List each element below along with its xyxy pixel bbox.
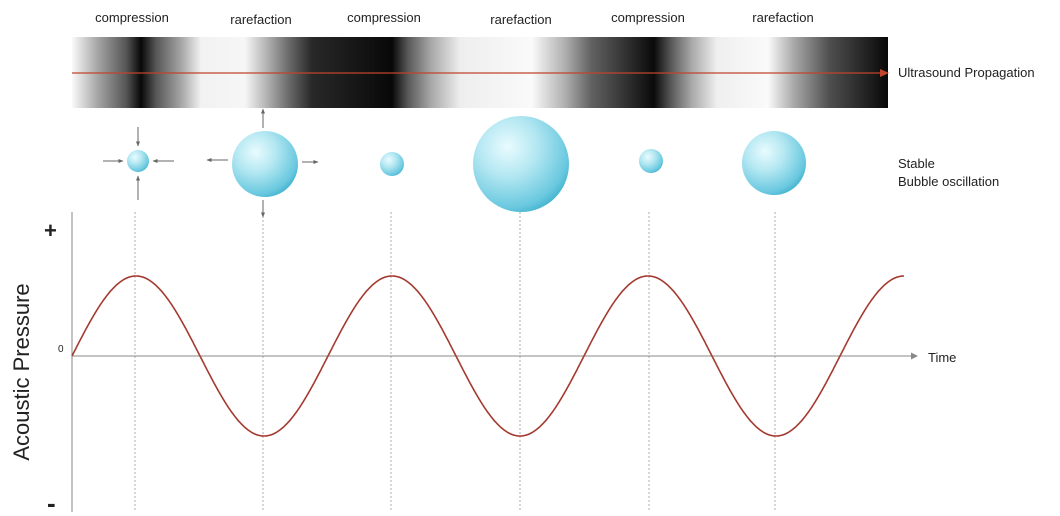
phase-label-compression: compression <box>611 10 685 25</box>
bubble-small <box>380 152 404 176</box>
acoustic-pressure-wave <box>71 275 904 437</box>
rarefaction-arrows <box>206 108 319 218</box>
arrow-right-icon <box>880 69 889 77</box>
phase-label-rarefaction: rarefaction <box>230 12 291 27</box>
compression-arrows <box>103 127 174 200</box>
arrow-right-icon <box>911 352 918 360</box>
bubble-medium <box>742 131 806 195</box>
zero-label: 0 <box>58 344 64 355</box>
bubble-label-line-2: Bubble oscillation <box>898 174 999 189</box>
phase-label-rarefaction: rarefaction <box>752 10 813 25</box>
bubbles <box>127 116 806 212</box>
phase-guides <box>134 212 776 510</box>
phase-labels: compression rarefaction compression rare… <box>95 10 814 27</box>
bubble-large <box>232 131 298 197</box>
x-axis-title: Time <box>928 350 956 365</box>
bubble-small <box>127 150 149 172</box>
propagation-label: Ultrasound Propagation <box>898 65 1035 80</box>
bubble-largest <box>473 116 569 212</box>
phase-label-compression: compression <box>347 10 421 25</box>
y-axis-title: Acoustic Pressure <box>9 283 34 460</box>
plus-label: + <box>44 218 57 243</box>
bubble-small <box>639 149 663 173</box>
axes <box>71 212 918 512</box>
minus-label: - <box>47 488 56 516</box>
propagation-arrow <box>72 69 889 77</box>
bubble-label-line-1: Stable <box>898 156 935 171</box>
phase-label-compression: compression <box>95 10 169 25</box>
phase-label-rarefaction: rarefaction <box>490 12 551 27</box>
